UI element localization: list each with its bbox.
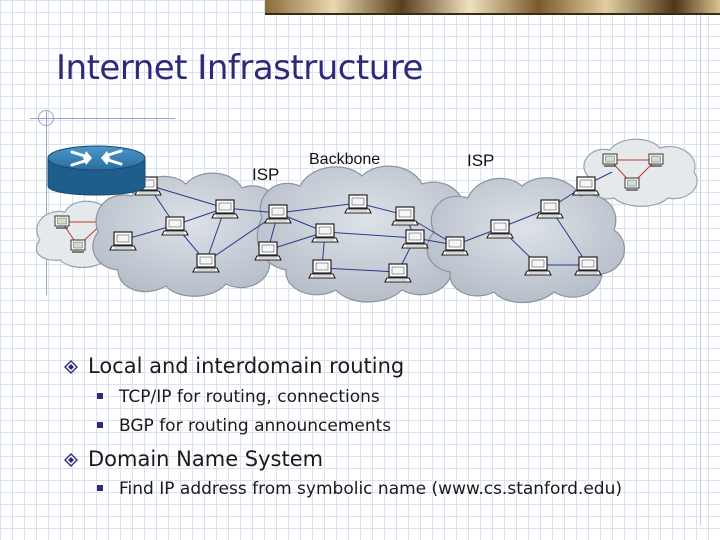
isp-left-label: ISP (252, 165, 279, 184)
computer-icon (401, 229, 429, 249)
header-decoration-strip (265, 0, 720, 15)
computer-icon (192, 253, 220, 273)
bullet-item: Domain Name System (64, 449, 323, 470)
sub-bullet-item: TCP/IP for routing, connections (97, 389, 380, 406)
computer-icon (572, 176, 600, 196)
bullet-text: Local and interdomain routing (88, 354, 405, 378)
square-bullet-icon (97, 485, 103, 491)
right-lan-cloud (583, 138, 698, 207)
backbone-label: Backbone (309, 151, 380, 168)
sub-bullet-text: BGP for routing announcements (119, 416, 392, 436)
computer-icon (602, 153, 618, 167)
computer-icon (574, 256, 602, 276)
computer-icon (344, 194, 372, 214)
computer-icon (536, 199, 564, 219)
computer-icon (70, 239, 86, 253)
diamond-bullet-icon (64, 453, 78, 467)
square-bullet-icon (97, 422, 103, 428)
square-bullet-icon (97, 393, 103, 399)
decor-rule-vertical (46, 110, 47, 295)
bullet-text: Domain Name System (88, 447, 324, 471)
computer-icon (311, 223, 339, 243)
computer-icon (486, 219, 514, 239)
sub-bullet-item: BGP for routing announcements (97, 418, 391, 435)
computer-icon (161, 216, 189, 236)
computer-icon (624, 177, 640, 191)
isp-cloud-right (426, 177, 625, 303)
computer-icon (211, 199, 239, 219)
bullet-item: Local and interdomain routing (64, 356, 404, 377)
sub-bullet-text: TCP/IP for routing, connections (119, 387, 380, 407)
computer-icon (441, 236, 469, 256)
computer-icon (109, 231, 137, 251)
isp-right-label: ISP (467, 151, 494, 170)
computer-icon (264, 204, 292, 224)
right-rule-line (700, 15, 701, 525)
computer-icon (254, 241, 282, 261)
diamond-bullet-icon (64, 360, 78, 374)
decor-rule-circle (38, 110, 54, 126)
sub-bullet-text: Find IP address from symbolic name (www.… (119, 479, 622, 499)
router-icon (47, 145, 146, 196)
computer-icon (384, 263, 412, 283)
computer-icon (391, 206, 419, 226)
slide-title: Internet Infrastructure (56, 48, 423, 88)
computer-icon (648, 153, 664, 167)
computer-icon (308, 259, 336, 279)
sub-bullet-item: Find IP address from symbolic name (www.… (97, 481, 622, 498)
computer-icon (54, 215, 70, 229)
computer-icon (524, 256, 552, 276)
decor-rule-horizontal (30, 118, 175, 119)
